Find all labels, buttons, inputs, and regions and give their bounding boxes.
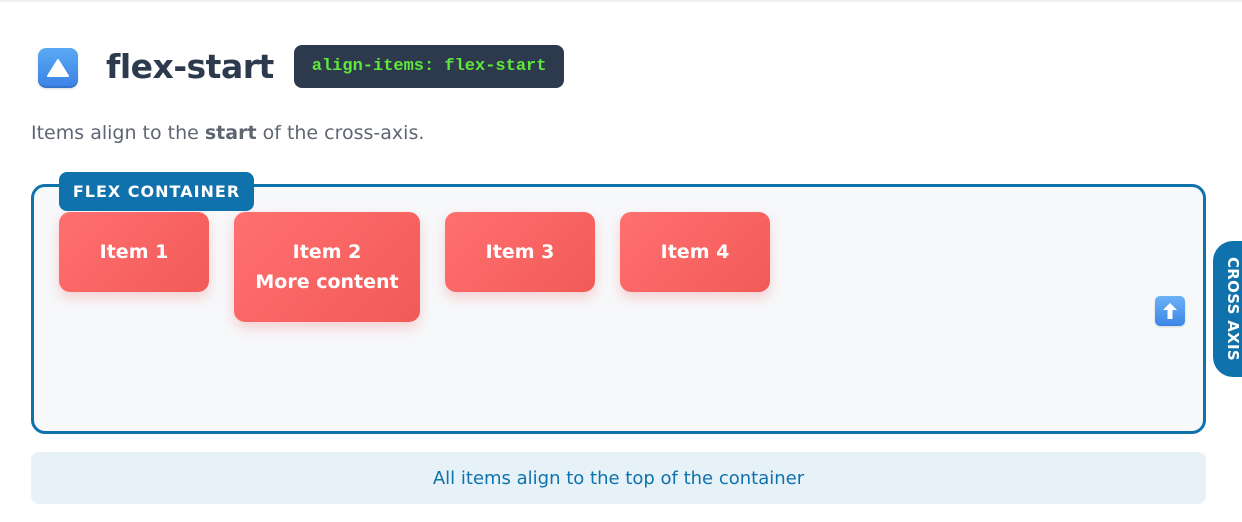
page-title: flex-start xyxy=(106,46,274,86)
cross-axis-label: CROSS AXIS xyxy=(1224,256,1242,362)
section-header: flex-start align-items: flex-start xyxy=(37,44,565,88)
flex-item-3: Item 3 xyxy=(445,212,595,292)
up-triangle-icon xyxy=(38,48,78,88)
info-note: All items align to the top of the contai… xyxy=(31,452,1206,504)
flex-item-1: Item 1 xyxy=(59,212,209,292)
flex-item-label: Item 1 xyxy=(99,241,169,263)
description-emphasis: start xyxy=(204,122,257,144)
flex-item-label: Item 2 xyxy=(292,241,362,263)
description: Items align to the start of the cross-ax… xyxy=(31,122,424,144)
flex-item-4: Item 4 xyxy=(620,212,770,292)
flex-item-label: Item 4 xyxy=(660,241,730,263)
code-badge: align-items: flex-start xyxy=(293,44,565,88)
flex-item-label: Item 3 xyxy=(485,241,555,263)
description-suffix: of the cross-axis. xyxy=(256,122,425,144)
description-prefix: Items align to the xyxy=(31,122,205,144)
flex-item-2: Item 2 More content xyxy=(234,212,420,322)
container-label: FLEX CONTAINER xyxy=(59,172,254,211)
flex-container: Item 1 Item 2 More content Item 3 Item 4 xyxy=(31,184,1206,434)
cross-axis-tab: CROSS AXIS xyxy=(1213,241,1242,377)
flex-item-sublabel: More content xyxy=(255,271,399,293)
top-divider xyxy=(0,0,1242,2)
up-arrow-icon xyxy=(1155,296,1185,326)
